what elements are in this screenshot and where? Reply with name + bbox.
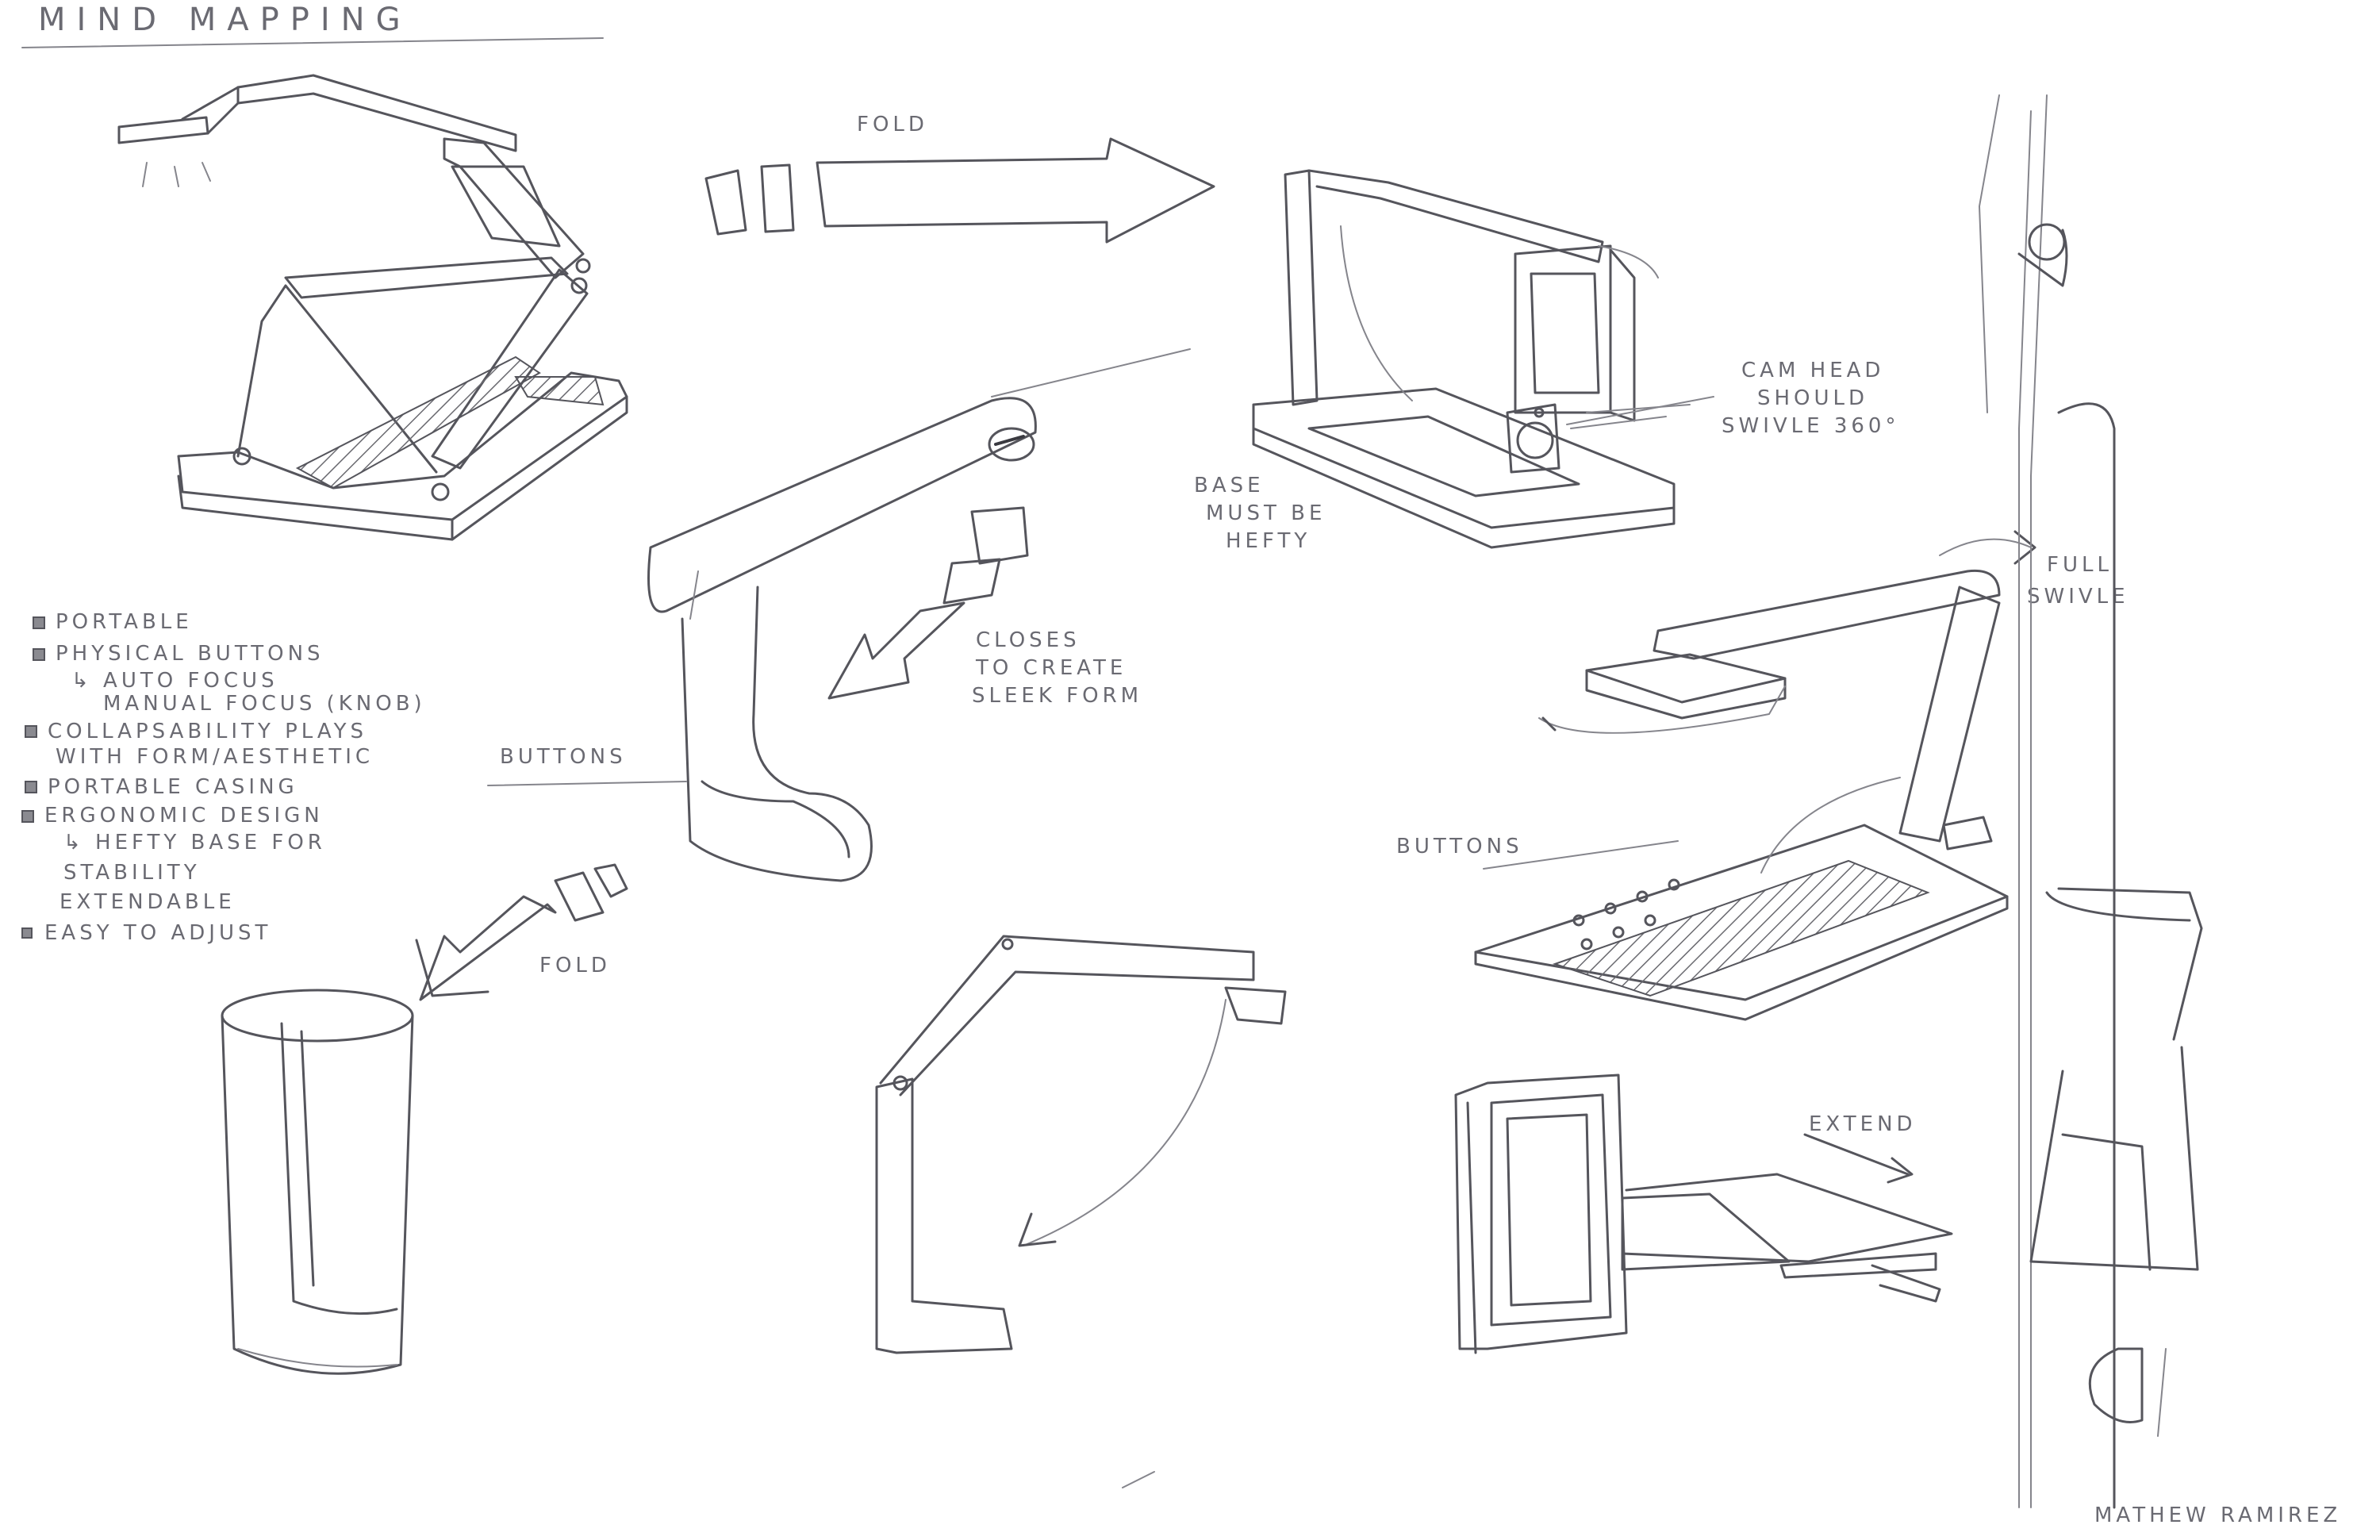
- sketch-folded-lamp: [1252, 169, 1691, 549]
- closes-note-line2: TO CREATE: [975, 656, 1127, 680]
- title-underline: [21, 37, 604, 48]
- sketch-tall-tube: [1979, 94, 2203, 1509]
- fold-arrow-bottom: FOLD: [415, 863, 628, 1001]
- feature-item: WITH FORM/AESTHETIC: [56, 745, 374, 769]
- feature-item: PORTABLE CASING: [48, 775, 298, 799]
- full-swivle-line2: SWIVLE: [2027, 585, 2129, 609]
- buttons-label-left: BUTTONS: [500, 745, 627, 769]
- sketch-z-lamp: [117, 74, 628, 541]
- sketch-cylinder: [221, 989, 414, 1375]
- closes-note-line3: SLEEK FORM: [972, 684, 1142, 708]
- feature-item: STABILITY: [63, 861, 201, 885]
- feature-item: ↳ HEFTY BASE FOR: [63, 831, 326, 854]
- sketch-sleek-lamp: CLOSES TO CREATE SLEEK FORM BUTTONS: [487, 348, 1191, 882]
- feature-item: EASY TO ADJUST: [44, 921, 271, 945]
- fold-label-bottom: FOLD: [539, 954, 611, 977]
- sketch-extend-frame: EXTEND: [1454, 1073, 1953, 1354]
- title-block: MIND MAPPING: [21, 2, 604, 48]
- buttons-leader-right: [1483, 840, 1679, 870]
- base-note-line3: HEFTY: [1226, 529, 1311, 553]
- fold-arrow-top: FOLD: [704, 113, 1215, 244]
- cam-note-line1: CAM HEAD: [1741, 359, 1884, 382]
- artist-signature: MATHEW RAMIREZ: [2094, 1504, 2341, 1527]
- closes-note-line1: CLOSES: [976, 628, 1081, 652]
- feature-item: COLLAPSABILITY PLAYS: [48, 720, 367, 743]
- feature-item: EXTENDABLE: [60, 890, 236, 914]
- feature-item: MANUAL FOCUS (KNOB): [103, 692, 426, 716]
- cam-leader-line: [1566, 396, 1714, 425]
- buttons-leader-left: [487, 781, 687, 786]
- fold-label-top: FOLD: [857, 113, 928, 136]
- base-note-line2: MUST BE: [1206, 501, 1326, 525]
- extend-label: EXTEND: [1809, 1112, 1917, 1136]
- sketch-l-lamp: [875, 935, 1287, 1354]
- base-note-line1: BASE: [1194, 474, 1265, 497]
- feature-item: PHYSICAL BUTTONS: [56, 642, 324, 666]
- feature-item: ERGONOMIC DESIGN: [44, 804, 324, 828]
- cam-note-line3: SWIVLE 360°: [1722, 414, 1899, 438]
- stray-mark: [1122, 1471, 1155, 1488]
- feature-list: PORTABLE PHYSICAL BUTTONS ↳ AUTO FOCUS M…: [21, 610, 426, 945]
- page-title: MIND MAPPING: [38, 2, 412, 38]
- feature-item: ↳ AUTO FOCUS: [71, 669, 278, 693]
- buttons-label-right: BUTTONS: [1396, 835, 1523, 858]
- full-swivle-line1: FULL: [2047, 553, 2113, 577]
- cam-note-line2: SHOULD: [1757, 386, 1868, 410]
- feature-item: PORTABLE: [56, 610, 193, 634]
- sketch-swivel-lamp: FULL SWIVLE BUTTONS: [1396, 530, 2129, 1021]
